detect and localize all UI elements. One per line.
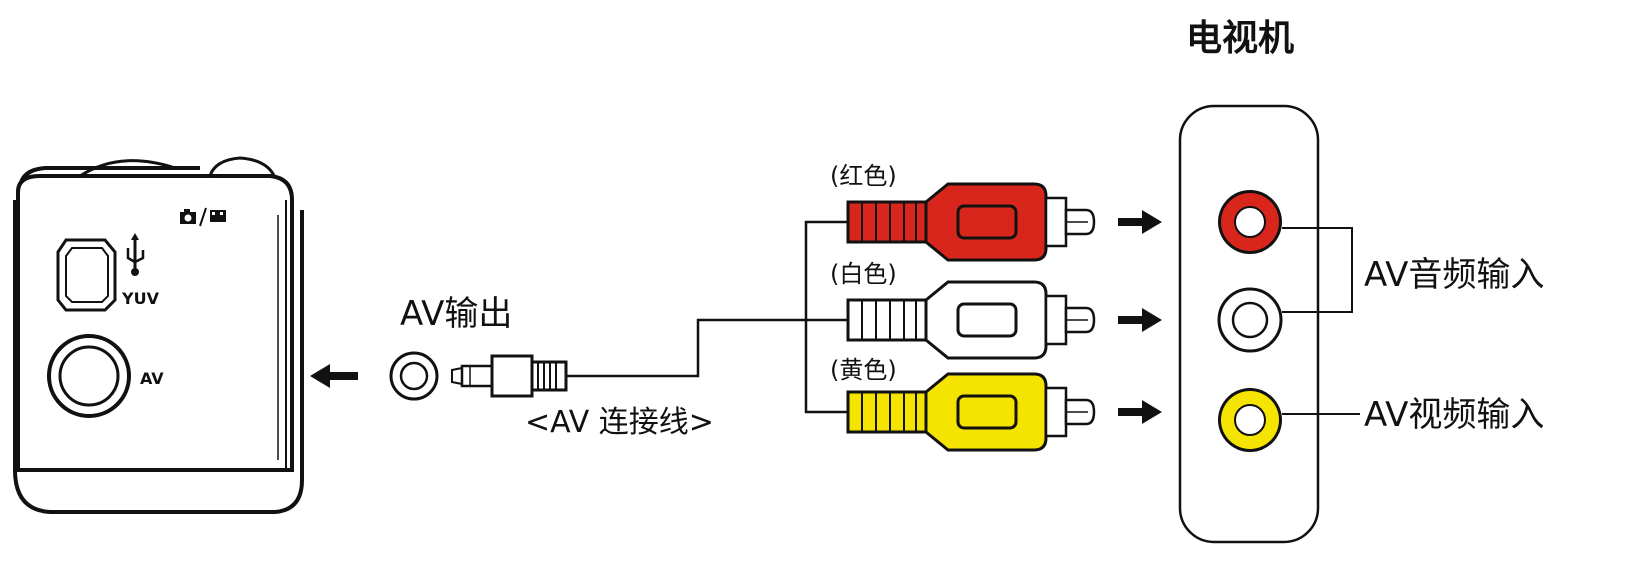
tv-title: 电视机 xyxy=(1186,18,1294,59)
usb-icon xyxy=(126,233,145,276)
av-output-label: AV输出 xyxy=(400,294,512,334)
tv-leader-lines xyxy=(1282,227,1360,415)
right-arrow-icon xyxy=(1118,210,1162,234)
rca-plug-yellow xyxy=(846,372,1096,452)
tv-input-red xyxy=(1218,190,1282,254)
rca-plug-red xyxy=(846,182,1096,262)
av-output-jack xyxy=(389,351,439,401)
yuv-port-label: YUV xyxy=(121,289,160,308)
yellow-plug-label: (黄色) xyxy=(830,356,897,384)
cable-wires xyxy=(566,220,848,414)
av-port-label: AV xyxy=(140,369,164,388)
av-cable-label: <AV 连接线> xyxy=(525,405,714,440)
video-input-label: AV视频输入 xyxy=(1364,395,1544,435)
left-arrow-icon xyxy=(310,364,358,388)
av-port xyxy=(47,334,131,418)
usb-port xyxy=(56,238,117,312)
tv-input-yellow xyxy=(1218,388,1282,452)
right-arrow-icon xyxy=(1118,400,1162,424)
red-plug-label: (红色) xyxy=(830,162,897,190)
right-arrow-icon xyxy=(1118,308,1162,332)
rca-plug-white xyxy=(846,280,1096,360)
tv-panel xyxy=(1178,104,1320,544)
camera-device: YUV AV xyxy=(13,156,304,514)
av-mini-plug xyxy=(451,354,568,398)
white-plug-label: (白色) xyxy=(830,260,897,288)
tv-input-white xyxy=(1217,287,1283,353)
camera-video-mode-icon xyxy=(180,207,226,227)
audio-input-label: AV音频输入 xyxy=(1364,255,1544,295)
